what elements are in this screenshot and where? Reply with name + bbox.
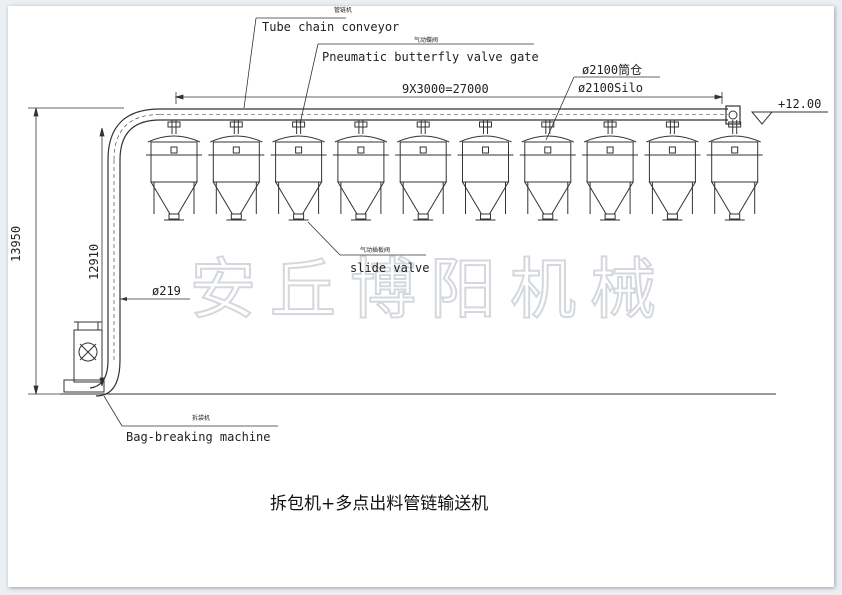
silo [208,120,265,221]
span-label: 9X3000=27000 [402,82,489,96]
silo-array [146,120,763,221]
pipe-dia-label: ø219 [152,284,181,298]
elevation-marker [750,111,828,125]
height-total-dimension [28,107,124,395]
watermark: 安丘博阳机械 [190,251,670,328]
drawing-sheet [8,6,834,587]
tube-conveyor-label-cn: 管链机 [334,6,352,14]
butterfly-valve-leader [299,43,534,125]
silo [270,120,327,221]
silo-label: ø2100Silo [578,81,643,95]
silo [146,120,202,221]
silo [457,120,514,221]
silo [395,120,452,221]
slide-valve-leader [307,221,426,256]
bag-breaking-leader [103,395,278,427]
span-dimension [174,92,724,104]
diagram-caption: 拆包机+多点出料管链输送机 [270,494,488,514]
bag-breaking-machine [63,321,105,393]
butterfly-valve-label: Pneumatic butterfly valve gate [322,50,539,64]
silo-label-cn: ø2100筒仓 [582,62,642,77]
height-total-label: 13950 [9,226,23,262]
silo-leader [545,76,660,141]
bag-breaking-label-cn: 拆袋机 [192,414,210,422]
height-lift-dimension [99,127,105,387]
tube-conveyor-leader [243,17,346,109]
height-lift-label: 12910 [87,244,101,280]
slide-valve-label: slide valve [350,261,429,275]
butterfly-valve-label-cn: 气动蝶阀 [414,36,438,44]
elevation-label: +12.00 [778,97,821,111]
silo [332,120,389,221]
bag-breaking-label: Bag-breaking machine [126,430,271,444]
silo [706,120,763,221]
silo [644,120,701,221]
silo [582,120,639,221]
tube-conveyor-label: Tube chain conveyor [262,20,399,34]
slide-valve-label-cn: 气动插板阀 [360,246,390,254]
